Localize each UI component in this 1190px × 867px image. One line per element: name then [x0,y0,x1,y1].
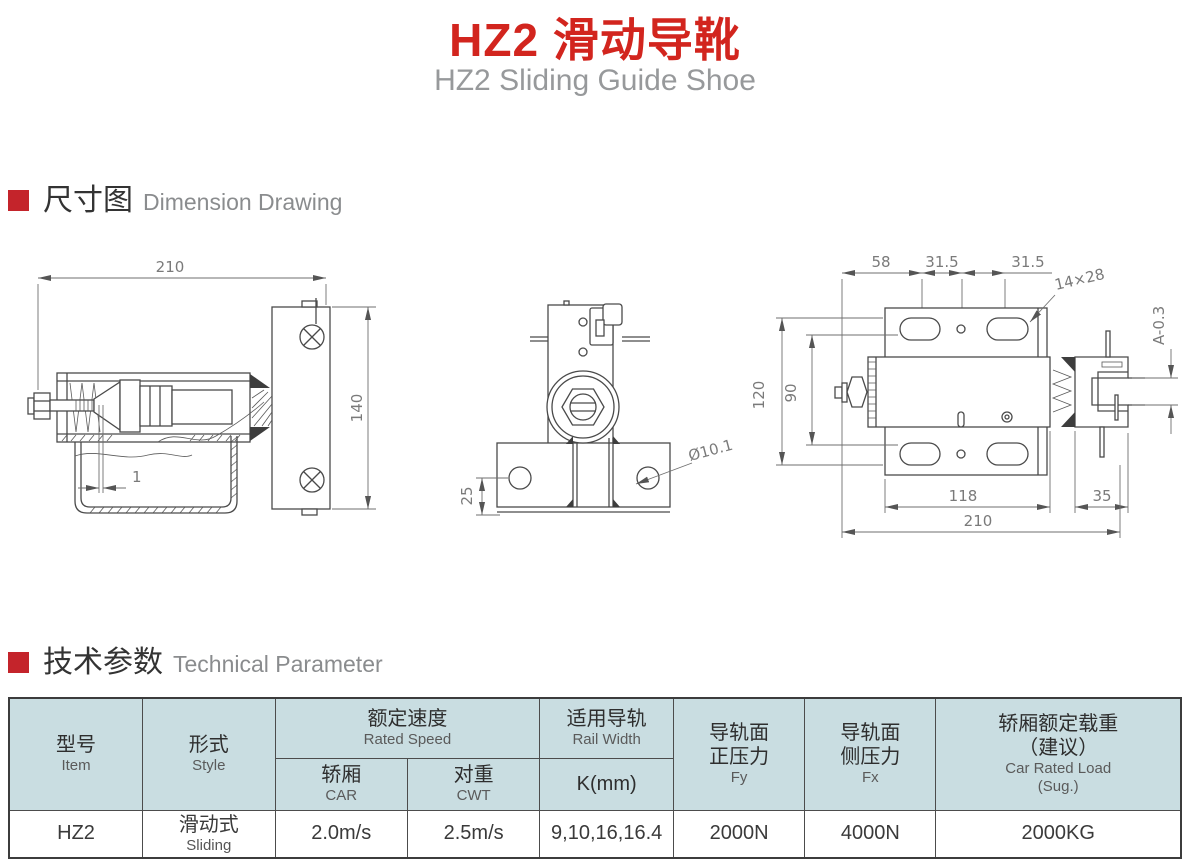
section-title-en: Technical Parameter [173,651,383,678]
col-header-style: 形式 Style [142,697,276,811]
cell-rated-load: 2000KG [935,809,1182,859]
col-header-car: 轿厢 CAR [274,757,408,811]
dimension-label: 25 [458,486,476,505]
dimension-label: 210 [964,512,993,530]
guide-jaw [1074,356,1129,428]
lock-nut [846,376,868,408]
dimension-label: 118 [949,487,978,505]
mounting-hole [636,466,660,490]
red-square-icon [8,190,29,211]
screw-icon [299,324,325,350]
cell-rail-width: 9,10,16,16.4 [539,809,674,859]
mounting-hole [508,466,532,490]
adjuster-nut [546,370,620,444]
dimension-label: 1 [132,468,142,486]
section-title-zh: 尺寸图 [43,184,133,217]
plan-view-drawing: 58 31.5 31.5 14×28 120 90 A-0.3 118 35 2… [750,253,1178,538]
section-dimension-drawing: 尺寸图 Dimension Drawing [8,184,342,217]
dimension-label: 140 [348,394,366,423]
col-header-rated-load: 轿厢额定载重 （建议） Car Rated Load (Sug.) [935,697,1182,811]
page-subtitle: HZ2 Sliding Guide Shoe [434,64,756,97]
col-header-rated-speed: 额定速度 Rated Speed [274,697,541,759]
mounting-slot [899,317,941,341]
screw-icon [299,467,325,493]
cell-fx: 4000N [804,809,937,859]
dimension-label: 35 [1092,487,1111,505]
side-view-drawing: 210 140 1 [27,258,376,516]
col-header-k-mm: K(mm) [539,757,674,811]
col-header-fx: 导轨面 侧压力 Fx [804,697,937,811]
dimension-label: 210 [156,258,185,276]
dimension-label: 120 [750,381,768,410]
spring [1051,369,1073,413]
front-view-drawing: 25 Ø10.1 [458,300,735,516]
col-header-item: 型号 Item [8,697,144,811]
section-title-zh: 技术参数 [43,646,163,679]
col-header-cwt: 对重 CWT [406,757,541,811]
l-bracket [74,436,238,514]
dimension-label: 14×28 [1053,265,1106,294]
dimension-label: 31.5 [925,253,958,271]
technical-parameter-table: 型号 Item 形式 Style 额定速度 Rated Speed 适用导轨 R… [8,697,1182,859]
dimension-label: Ø10.1 [686,436,734,465]
section-title-en: Dimension Drawing [143,189,343,216]
section-technical-parameter: 技术参数 Technical Parameter [8,646,383,679]
adjust-bolt [33,392,51,420]
cell-fy: 2000N [672,809,806,859]
dimension-label: 58 [871,253,890,271]
dimension-label: 90 [782,383,800,402]
dimension-label: A-0.3 [1150,306,1168,345]
mounting-slot [986,317,1029,341]
table-row: HZ2 滑动式 Sliding 2.0m/s 2.5m/s 9,10,16,16… [8,809,1182,859]
col-header-rail-width: 适用导轨 Rail Width [539,697,674,759]
red-square-icon [8,652,29,673]
page-title: HZ2 滑动导靴 [449,14,741,66]
cell-style: 滑动式 Sliding [142,809,276,859]
cell-car-speed: 2.0m/s [274,809,408,859]
cell-item: HZ2 [8,809,144,859]
mounting-slot [986,442,1029,466]
dimension-label: 31.5 [1011,253,1044,271]
col-header-fy: 导轨面 正压力 Fy [672,697,806,811]
mounting-slot [899,442,941,466]
cell-cwt-speed: 2.5m/s [406,809,541,859]
